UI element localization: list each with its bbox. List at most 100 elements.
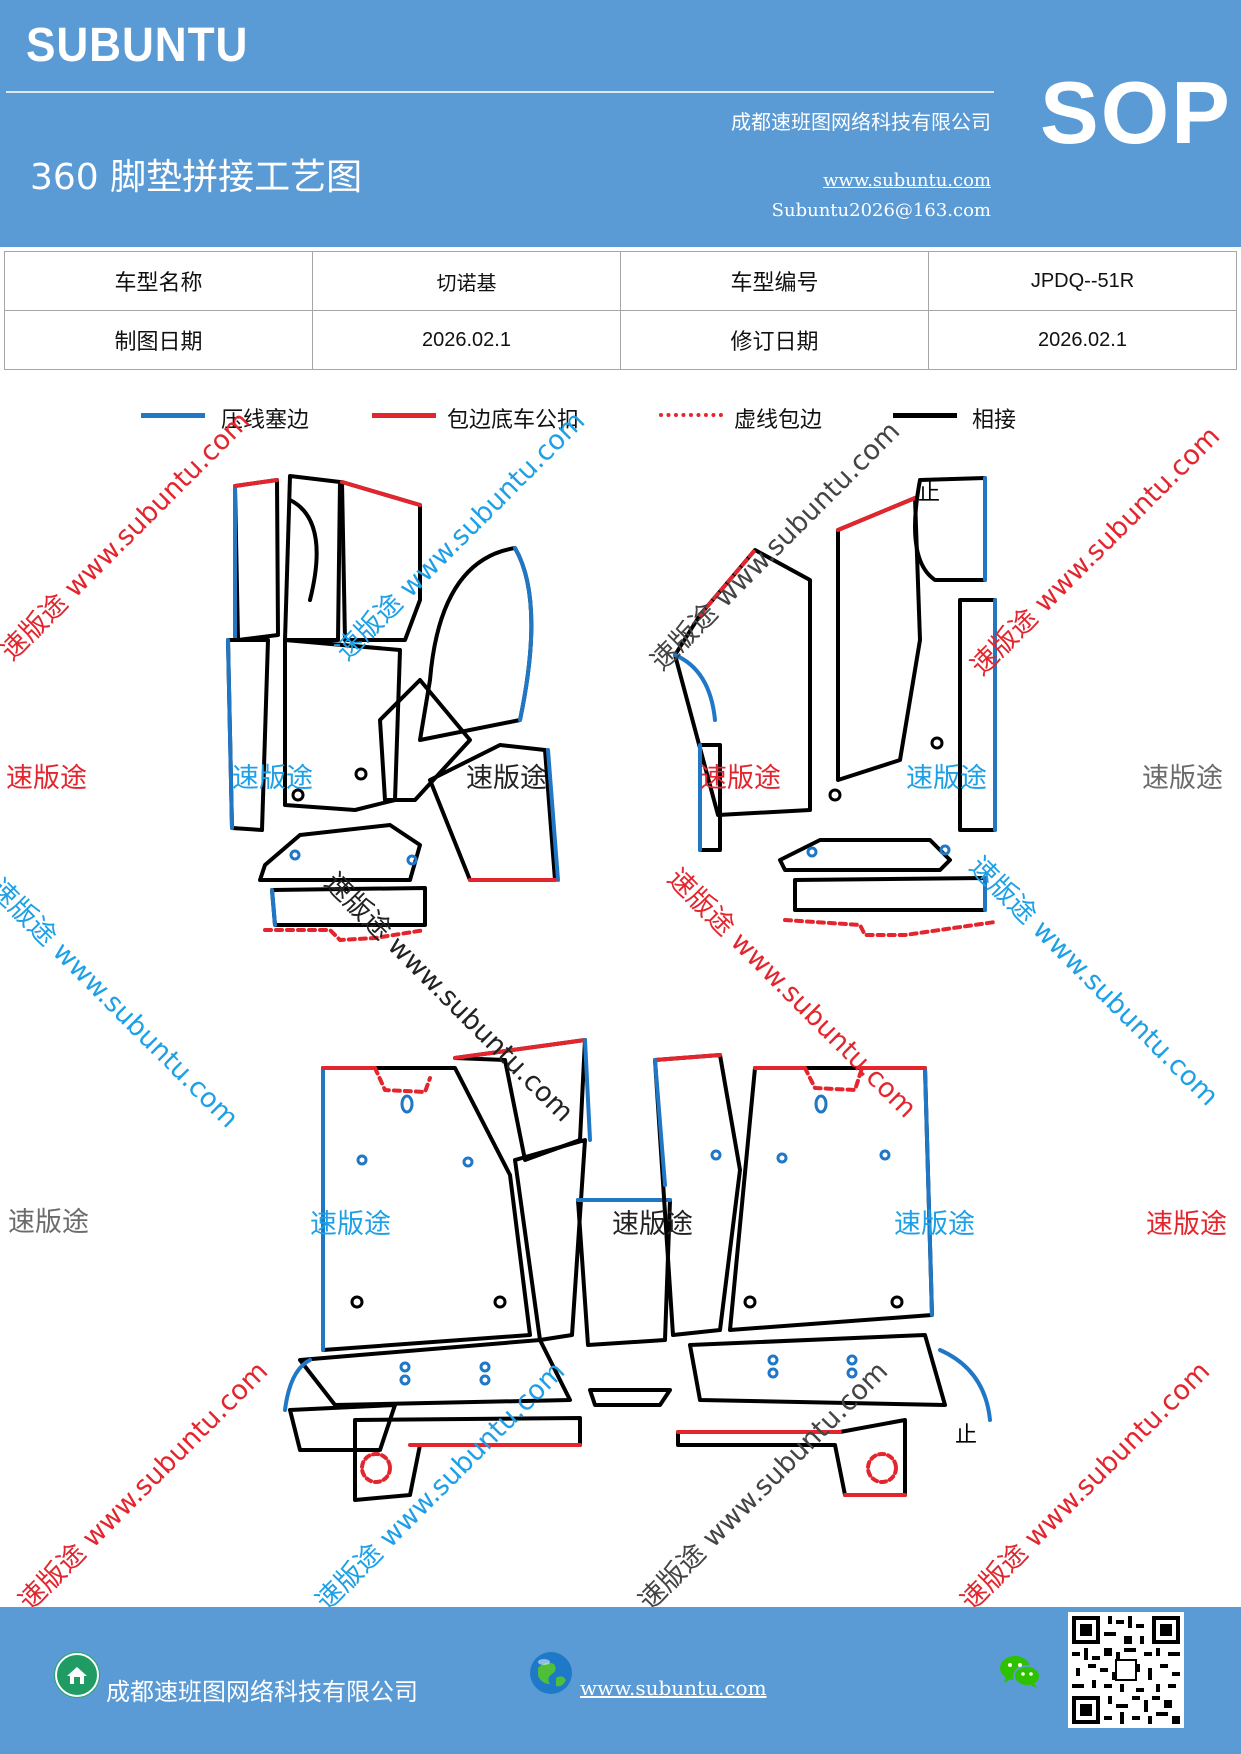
blue-edge xyxy=(513,546,534,722)
fastener-hole xyxy=(828,788,842,802)
footer-website-link[interactable]: www.subuntu.com xyxy=(580,1676,767,1700)
mat-piece xyxy=(298,1338,572,1407)
blue-edge xyxy=(270,888,277,927)
blue-edge xyxy=(283,1358,312,1412)
header-company-name: 成都速班图网络科技有限公司 xyxy=(731,110,991,134)
mat-piece xyxy=(233,478,280,642)
legend-swatch-blue xyxy=(141,413,205,418)
watermark-text: 速版途 xyxy=(894,1209,975,1240)
watermark-text: 速版途 xyxy=(1142,763,1223,794)
mat-seam xyxy=(288,498,319,602)
table-cell-value: JPDQ--51R xyxy=(928,251,1237,311)
red-edge xyxy=(653,1053,722,1062)
fastener-hole xyxy=(399,1361,411,1373)
dashed-hole xyxy=(360,1452,392,1484)
blue-edge xyxy=(673,653,717,722)
fastener-hole xyxy=(479,1374,491,1386)
red-edge xyxy=(233,478,279,488)
stop-mark: 止 xyxy=(955,1423,977,1448)
header-divider xyxy=(6,91,994,93)
red-edge xyxy=(836,496,917,532)
fastener-hole xyxy=(350,1295,364,1309)
watermark-text: 速版途 xyxy=(612,1209,693,1240)
header-website-link[interactable]: www.subuntu.com xyxy=(823,170,991,191)
mat-piece xyxy=(778,838,952,872)
fastener-hole xyxy=(399,1374,411,1386)
fastener-hole xyxy=(767,1354,779,1366)
mat-piece xyxy=(283,474,342,642)
fastener-hole xyxy=(879,1149,891,1161)
table-cell-value: 切诺基 xyxy=(312,251,621,311)
blue-edge xyxy=(653,1058,667,1187)
red-dashed-edge xyxy=(373,1066,432,1094)
fastener-hole xyxy=(354,767,368,781)
red-dashed-edge xyxy=(263,928,427,942)
fastener-hole xyxy=(776,1152,788,1164)
header-email: Subuntu2026@163.com xyxy=(771,200,991,221)
blue-edge xyxy=(923,1066,934,1317)
upper-left-mat-set xyxy=(226,474,560,942)
mat-piece xyxy=(258,823,422,882)
table-row: 制图日期 2026.02.1 修订日期 2026.02.1 xyxy=(4,310,1237,370)
header-banner: SUBUNTU 360 脚垫拼接工艺图 成都速班图网络科技有限公司 www.su… xyxy=(0,0,1241,247)
table-cell-label: 修订日期 xyxy=(620,310,929,370)
mat-piece xyxy=(283,638,402,812)
watermark-text: 速版途 xyxy=(1146,1209,1227,1240)
fastener-hole xyxy=(356,1154,368,1166)
home-icon xyxy=(54,1652,100,1698)
blue-edge xyxy=(546,748,560,882)
fastener-hole xyxy=(493,1295,507,1309)
fastener-hole xyxy=(930,736,944,750)
brand-logo: SUBUNTU xyxy=(26,19,249,72)
fastener-hole xyxy=(846,1367,858,1379)
fastener-hole xyxy=(291,788,305,802)
mat-piece xyxy=(513,1138,587,1342)
watermark-text: 速版途 xyxy=(6,763,87,794)
fastener-hole xyxy=(890,1295,904,1309)
footer-company-name: 成都速班图网络科技有限公司 xyxy=(106,1678,418,1706)
legend-label: 包边底车公扣 xyxy=(447,408,580,433)
mat-piece xyxy=(836,496,922,782)
document-title: 360 脚垫拼接工艺图 xyxy=(30,157,363,198)
table-cell-label: 车型名称 xyxy=(4,251,313,311)
watermark-text: 速版途 xyxy=(8,1207,89,1238)
dashed-hole xyxy=(866,1452,898,1484)
mat-piece xyxy=(793,876,987,912)
red-dashed-edge xyxy=(698,548,757,617)
mat-piece xyxy=(428,743,557,882)
fastener-hole xyxy=(710,1149,722,1161)
watermark-text: 速版途 xyxy=(310,1209,391,1240)
legend-swatch-black xyxy=(893,413,957,418)
table-cell-value: 2026.02.1 xyxy=(312,310,621,370)
legend-label: 压线塞边 xyxy=(221,408,310,433)
fastener-hole xyxy=(406,854,418,866)
watermark-text: 速版途 xyxy=(906,763,987,794)
fastener-hole xyxy=(289,849,301,861)
mat-piece xyxy=(288,1403,397,1452)
watermark-text: 速版途 xyxy=(700,763,781,794)
mat-piece xyxy=(588,1388,672,1407)
qr-code xyxy=(1068,1612,1184,1728)
watermark-text: 速版途 xyxy=(466,763,547,794)
lower-mat-set xyxy=(283,1038,992,1502)
mat-piece xyxy=(913,476,987,582)
red-dashed-edge xyxy=(803,1066,864,1092)
legend-label: 相接 xyxy=(972,408,1017,433)
watermark-text: 速版途 xyxy=(232,763,313,794)
fastener-hole xyxy=(846,1354,858,1366)
red-dashed-edge xyxy=(783,918,997,937)
mat-piece xyxy=(226,638,270,832)
fastener-hole xyxy=(806,846,818,858)
blue-edge xyxy=(938,1348,992,1422)
mat-piece xyxy=(378,678,472,802)
table-cell-label: 车型编号 xyxy=(620,251,929,311)
fastener-hole xyxy=(462,1156,474,1168)
legend-swatch-red xyxy=(372,413,436,418)
legend-swatch-red-dashed xyxy=(659,413,723,417)
blue-edge xyxy=(226,638,234,830)
red-edge xyxy=(340,480,422,507)
table-cell-label: 制图日期 xyxy=(4,310,313,370)
red-edge xyxy=(453,1038,587,1060)
fastener-hole xyxy=(939,844,951,856)
fastener-hole xyxy=(814,1094,828,1114)
